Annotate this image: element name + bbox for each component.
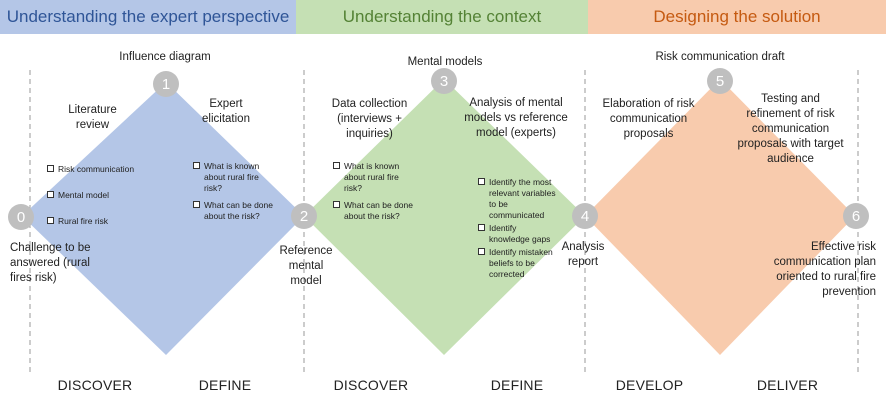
list-elicitation: What is known about rural fire risk? Wha… bbox=[193, 161, 275, 228]
list-item: Mental model bbox=[47, 190, 157, 201]
label-literature-review: Literature review bbox=[68, 104, 117, 131]
diamond-blue bbox=[22, 82, 304, 355]
checkbox-icon bbox=[478, 224, 485, 231]
list-item: Identify mistaken beliefs to be correcte… bbox=[478, 247, 558, 280]
label-challenge: Challenge to be answered (rural fires ri… bbox=[10, 242, 91, 284]
node-5: 5 bbox=[707, 68, 733, 94]
header-expert-perspective: Understanding the expert perspective bbox=[0, 0, 296, 34]
node-0: 0 bbox=[8, 204, 34, 230]
list-collection: What is known about rural fire risk? Wha… bbox=[333, 161, 413, 228]
list-item: Identify the most relevant variables to … bbox=[478, 177, 558, 221]
list-item: What can be done about the risk? bbox=[333, 200, 413, 222]
phase-discover-1: DISCOVER bbox=[57, 377, 133, 393]
list-item: What is known about rural fire risk? bbox=[193, 161, 275, 194]
label-analysis-report: Analysis report bbox=[561, 241, 605, 268]
node-3: 3 bbox=[431, 68, 457, 94]
phase-deliver: DELIVER bbox=[756, 377, 819, 393]
checkbox-icon bbox=[193, 162, 200, 169]
checkbox-icon bbox=[47, 165, 54, 172]
node-1: 1 bbox=[153, 71, 179, 97]
checkbox-icon bbox=[478, 248, 485, 255]
label-testing: Testing and refinement of risk communica… bbox=[737, 93, 844, 165]
node-6: 6 bbox=[843, 203, 869, 229]
diamond-orange bbox=[585, 79, 855, 355]
label-reference-model: Reference mental model bbox=[279, 245, 333, 287]
phase-develop: DEVELOP bbox=[615, 377, 684, 393]
label-elaboration: Elaboration of risk communication propos… bbox=[602, 98, 695, 140]
checkbox-icon bbox=[333, 201, 340, 208]
header-solution: Designing the solution bbox=[588, 0, 886, 34]
label-influence-diagram: Influence diagram bbox=[119, 51, 211, 63]
node-4: 4 bbox=[572, 203, 598, 229]
checkbox-icon bbox=[47, 217, 54, 224]
checkbox-icon bbox=[47, 191, 54, 198]
node-2: 2 bbox=[291, 203, 317, 229]
label-effective-plan: Effective risk communication plan orient… bbox=[773, 241, 876, 298]
phase-define-1: DEFINE bbox=[198, 377, 252, 393]
label-risk-draft: Risk communication draft bbox=[655, 51, 785, 63]
list-literature: Risk communication Mental model Rural fi… bbox=[47, 164, 157, 233]
diamond-green bbox=[304, 79, 585, 355]
list-item: Identify knowledge gaps bbox=[478, 223, 558, 245]
checkbox-icon bbox=[333, 162, 340, 169]
list-item: What is known about rural fire risk? bbox=[333, 161, 413, 194]
list-analysis: Identify the most relevant variables to … bbox=[478, 177, 558, 282]
phase-discover-2: DISCOVER bbox=[333, 377, 409, 393]
phase-define-2: DEFINE bbox=[490, 377, 544, 393]
label-mental-models: Mental models bbox=[407, 56, 483, 68]
list-item: What can be done about the risk? bbox=[193, 200, 275, 222]
checkbox-icon bbox=[478, 178, 485, 185]
label-data-collection: Data collection (interviews + inquiries) bbox=[331, 98, 408, 140]
checkbox-icon bbox=[193, 201, 200, 208]
label-expert-elicitation: Expert elicitation bbox=[202, 98, 250, 125]
header-context: Understanding the context bbox=[296, 0, 588, 34]
list-item: Risk communication bbox=[47, 164, 157, 175]
label-analysis-models: Analysis of mental models vs reference m… bbox=[464, 97, 568, 139]
list-item: Rural fire risk bbox=[47, 216, 157, 227]
